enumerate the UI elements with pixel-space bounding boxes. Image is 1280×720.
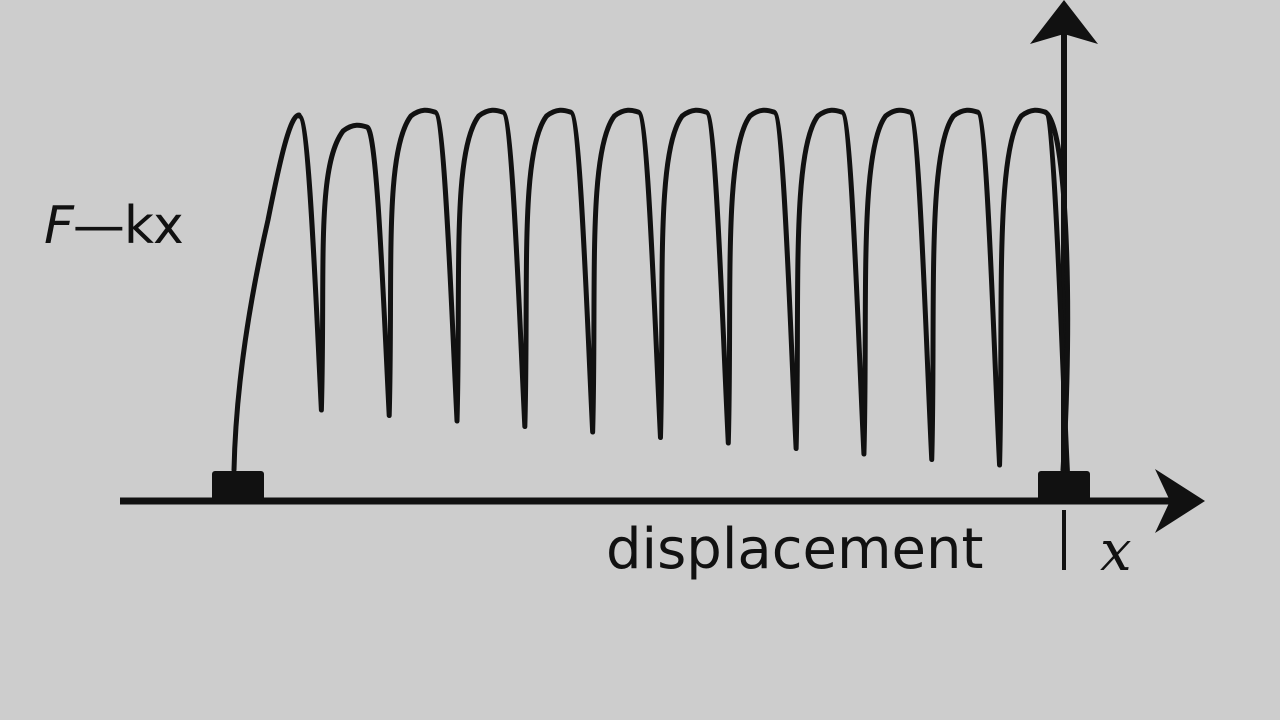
force-equation-rest: —kx [72,196,184,256]
x-variable-label: x [1100,519,1132,584]
force-symbol: F [44,196,74,256]
spring-tail-wire [1042,109,1071,473]
arrow-up-icon [1030,0,1098,44]
right-anchor-block [1038,471,1090,501]
spring-coil-path [296,107,1070,473]
displacement-axis-label: displacement [606,517,984,582]
arrow-right-icon [1155,469,1205,533]
spring-coils [296,107,1071,473]
force-equation-label: F—kx [44,200,184,252]
left-anchor-block [212,471,264,501]
spring-lead-wire [231,112,302,473]
